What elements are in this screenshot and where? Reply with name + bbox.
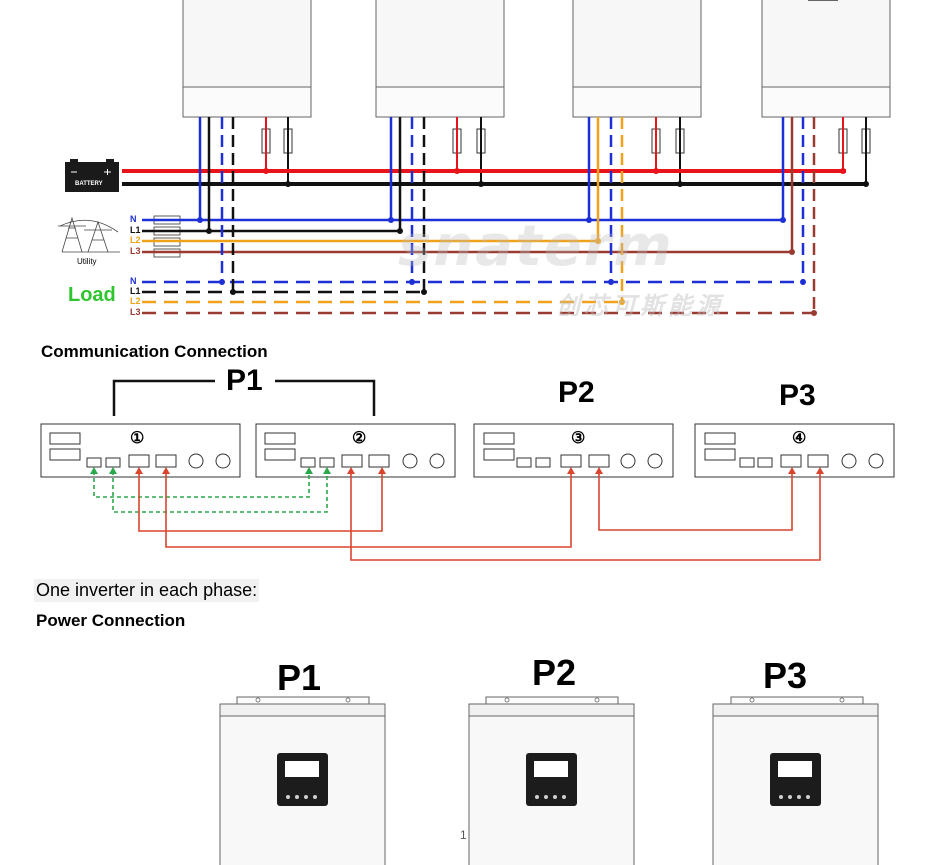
power-connection-title: Power Connection: [36, 611, 186, 630]
phase-subtitle: One inverter in each phase:: [34, 579, 260, 602]
load-phase-n: N: [130, 276, 137, 286]
utility-phase-l2: L2: [130, 235, 141, 245]
top-inverter-4: [761, 0, 891, 88]
comm-unit-2-number: ②: [352, 428, 367, 447]
p1-bracket: [112, 379, 376, 416]
load-phase-l1: L1: [130, 286, 141, 296]
utility-label: Utility: [77, 257, 97, 266]
phase-label-p1: P1: [277, 657, 322, 698]
comm-units: [40, 423, 895, 478]
comm-green-links: [93, 471, 328, 513]
top-inverter-3-base: [572, 86, 702, 118]
communication-title: Communication Connection: [41, 342, 268, 361]
battery-icon: [65, 159, 119, 192]
load-label: Load: [68, 284, 116, 306]
utility-phase-n: N: [130, 214, 137, 224]
load-phase-l3: L3: [130, 307, 141, 317]
watermark-cn: 创芯可斯能源: [556, 292, 724, 320]
page-number: 1: [460, 828, 467, 842]
breakers: [261, 128, 871, 154]
phase-label-p2: P2: [532, 652, 577, 693]
utility-phase-l1: L1: [130, 225, 141, 235]
comm-unit-1-number: ①: [130, 428, 145, 447]
comm-unit-3-number: ③: [571, 428, 586, 447]
top-inverter-1: [182, 0, 312, 88]
comm-red-links: [138, 471, 821, 561]
top-inverter-2: [375, 0, 505, 88]
watermark: snaterm: [398, 214, 674, 279]
utility-phase-l3: L3: [130, 246, 141, 256]
comm-unit-4-number: ④: [792, 428, 807, 447]
top-inverter-2-base: [375, 86, 505, 118]
battery-label: BATTERY: [75, 181, 103, 187]
phase-label-p3: P3: [763, 655, 808, 696]
load-phase-l2: L2: [130, 296, 141, 306]
utility-tower-icon: [58, 216, 120, 253]
lcd-panels: [277, 753, 821, 806]
top-inverter-4-base: [761, 86, 891, 118]
top-inverters: [182, 0, 891, 118]
top-inverter-1-base: [182, 86, 312, 118]
top-inverter-3: [572, 0, 702, 88]
phase-inverters: [219, 696, 879, 865]
comm-group-p3: P3: [779, 379, 816, 412]
comm-group-p1: P1: [226, 364, 263, 397]
comm-group-p2: P2: [558, 376, 595, 409]
